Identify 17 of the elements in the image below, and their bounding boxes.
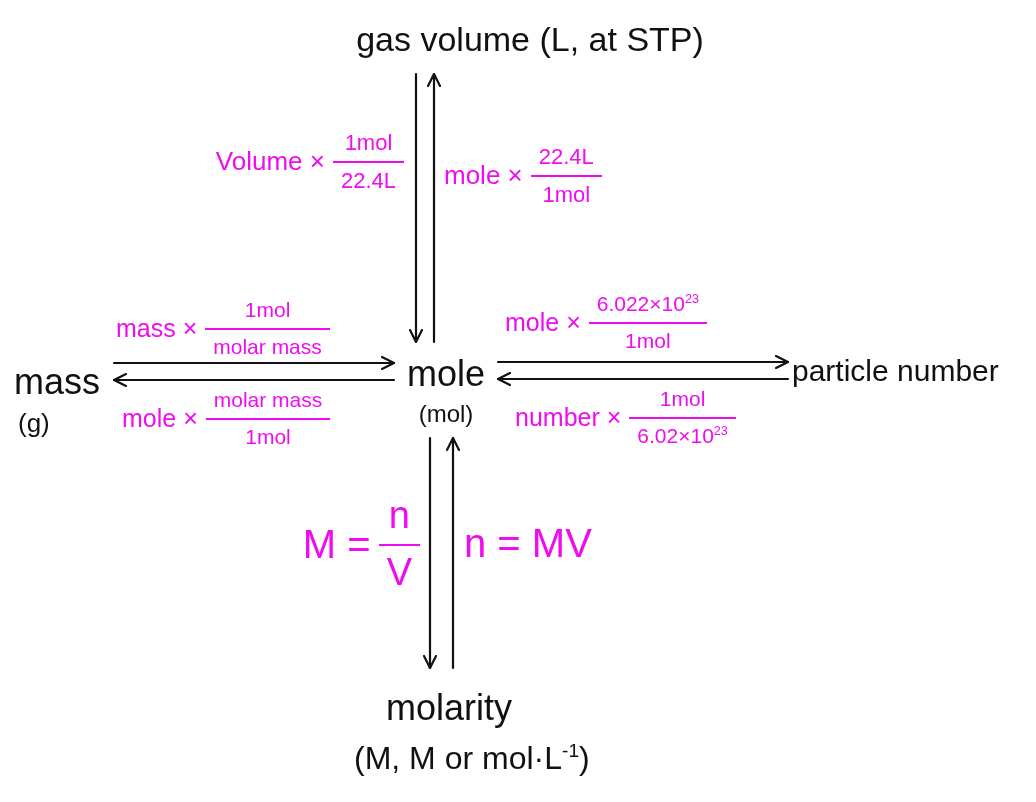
edge-label: n = MV	[464, 520, 592, 566]
arrow	[496, 371, 790, 387]
arrow	[112, 355, 396, 371]
arrow	[112, 372, 396, 388]
quantity-label: molarity	[386, 686, 513, 729]
unit-label: (mol)	[418, 399, 474, 428]
quantity-label: mass	[14, 361, 100, 403]
unit-label: (M, M or mol·L$^{-1}$)	[354, 740, 590, 778]
arrow	[426, 72, 442, 344]
arrow	[445, 436, 461, 670]
arrow	[408, 72, 424, 344]
quantity-label: mole	[407, 352, 485, 394]
arrow	[422, 436, 438, 670]
quantity-label: gas volume (L, at STP)	[356, 20, 704, 60]
unit-label: (g)	[18, 408, 50, 439]
arrow	[496, 354, 790, 370]
quantity-label: particle number	[792, 353, 999, 389]
